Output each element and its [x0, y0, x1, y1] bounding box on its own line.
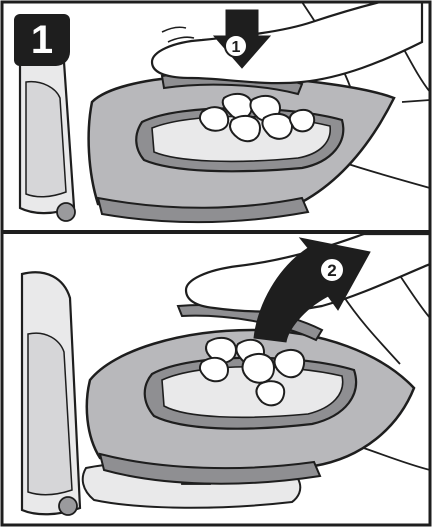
machine-knob [59, 497, 77, 515]
lift-illustration: 2 [2, 234, 430, 525]
machine-side-inset [26, 82, 66, 197]
callout-2-label: 2 [327, 261, 336, 280]
step-number-badge: 1 [14, 14, 70, 66]
step-panel-lift: 2 [2, 234, 430, 525]
background-line [402, 100, 430, 102]
machine-knob [57, 203, 75, 221]
callout-1-label: 1 [232, 39, 241, 56]
pressing-hand [152, 2, 422, 83]
background-line [342, 162, 430, 188]
motion-line [162, 27, 186, 32]
